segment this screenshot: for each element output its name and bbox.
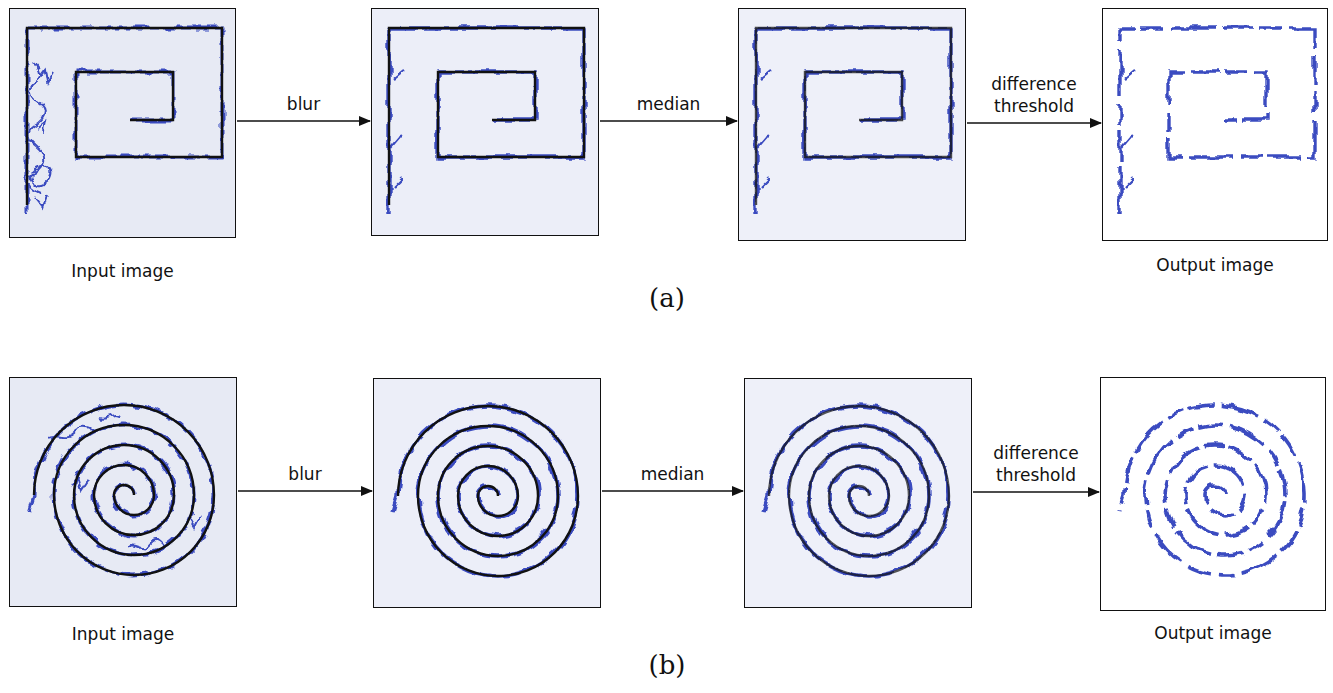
blue-handwriting (764, 406, 949, 576)
blue-residue (1120, 405, 1305, 575)
process-arrow (238, 490, 372, 491)
blurred-square-spiral (371, 8, 599, 236)
process-arrow (967, 122, 1101, 123)
template-spiral (756, 28, 951, 205)
blue-handwriting (389, 28, 584, 213)
step-label: difference threshold (972, 73, 1096, 117)
image-ground (738, 8, 966, 241)
image-ground (1100, 377, 1326, 611)
step-label: median (607, 463, 738, 485)
output-round-spiral (1100, 377, 1326, 611)
median-square-spiral (738, 8, 966, 241)
median-round-spiral (744, 378, 972, 608)
template-spiral (34, 405, 214, 575)
image-ground (9, 377, 237, 607)
step-label: blur (243, 463, 367, 485)
input-round-spiral (9, 377, 237, 607)
image-caption: Output image (1154, 623, 1271, 643)
image-panel: Input image (9, 8, 236, 238)
image-panel (744, 378, 972, 608)
image-panel: Output image (1100, 377, 1326, 611)
panel-label: (b) (649, 650, 686, 680)
process-arrow (600, 120, 737, 121)
process-arrow (602, 490, 743, 491)
image-caption: Input image (71, 261, 173, 281)
image-panel: Input image (9, 377, 237, 607)
input-square-spiral (9, 8, 236, 238)
image-ground (1102, 8, 1328, 241)
blue-handwriting (29, 405, 214, 575)
template-spiral (769, 406, 949, 576)
image-ground (744, 378, 972, 608)
image-ground (373, 378, 601, 608)
step-label: blur (242, 93, 365, 115)
image-ground (371, 8, 599, 236)
image-panel (371, 8, 599, 236)
image-ground (9, 8, 236, 238)
blue-handwriting (27, 28, 222, 213)
image-caption: Output image (1156, 255, 1273, 275)
image-panel (738, 8, 966, 241)
panel-label: (a) (649, 283, 685, 313)
output-square-spiral (1102, 8, 1328, 241)
process-arrow (237, 120, 370, 121)
blue-handwriting (1120, 405, 1305, 575)
blurred-round-spiral (373, 378, 601, 608)
template-spiral (27, 28, 222, 205)
process-arrow (973, 491, 1099, 492)
step-label: difference threshold (978, 442, 1094, 486)
image-panel (373, 378, 601, 608)
image-panel: Output image (1102, 8, 1328, 241)
template-spiral (398, 406, 578, 576)
template-spiral (389, 28, 584, 205)
blue-handwriting (756, 28, 951, 213)
blue-handwriting (393, 406, 578, 576)
step-label: median (605, 93, 732, 115)
blue-residue (1120, 28, 1315, 213)
image-caption: Input image (72, 624, 174, 644)
blue-handwriting (1120, 28, 1315, 213)
